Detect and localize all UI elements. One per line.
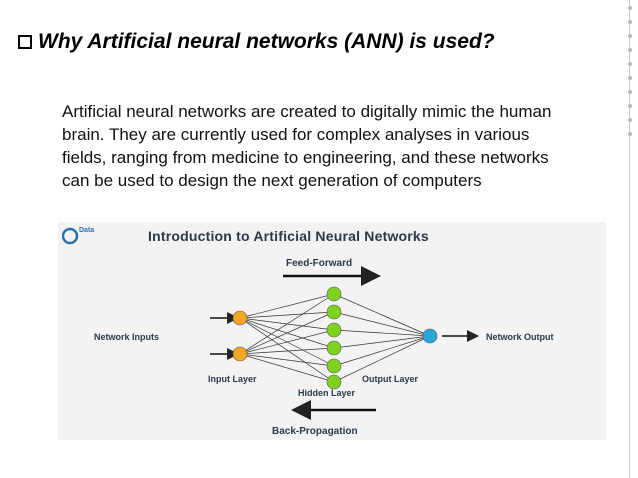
ann-network-graphic — [210, 266, 479, 420]
edge-input-hidden — [239, 329, 335, 355]
edge-hidden-output — [333, 335, 431, 367]
checkbox-bullet-icon — [18, 35, 32, 49]
edge-input-hidden — [239, 353, 335, 367]
input-node — [232, 346, 248, 362]
hidden-node — [326, 340, 342, 356]
edge-hidden-output — [333, 329, 431, 337]
edge-hidden-output — [333, 311, 431, 337]
hidden-node — [326, 374, 342, 390]
output-node — [422, 328, 438, 344]
decorative-dots — [624, 6, 636, 136]
slide-body-text: Artificial neural networks are created t… — [62, 102, 552, 190]
edge-input-hidden — [239, 293, 335, 355]
slide-frame-line — [629, 0, 630, 478]
edge-input-hidden — [239, 311, 335, 319]
back-propagation-label: Back-Propagation — [272, 426, 358, 437]
hidden-node — [326, 286, 342, 302]
edge-input-hidden — [239, 353, 335, 383]
network-inputs-label: Network Inputs — [94, 332, 160, 342]
ann-diagram: Data Introduction to Artificial Neural N… — [58, 222, 606, 440]
edge-input-hidden — [239, 311, 335, 355]
network-edges — [239, 293, 431, 383]
edge-input-hidden — [239, 293, 335, 319]
logo-text: Data — [79, 227, 95, 234]
hidden-node — [326, 322, 342, 338]
edge-hidden-output — [333, 335, 431, 383]
diagram-title: Introduction to Artificial Neural Networ… — [148, 228, 429, 244]
input-layer-label: Input Layer — [208, 374, 257, 384]
input-node — [232, 310, 248, 326]
output-layer-label: Output Layer — [362, 374, 419, 384]
data-flair-logo: Data — [62, 226, 98, 246]
hidden-node — [326, 304, 342, 320]
network-output-label: Network Output — [486, 332, 554, 342]
network-nodes — [232, 286, 438, 390]
hidden-node — [326, 358, 342, 374]
edge-input-hidden — [239, 347, 335, 355]
edge-input-hidden — [239, 317, 335, 383]
feed-forward-label: Feed-Forward — [286, 258, 353, 269]
slide-heading: Why Artificial neural networks (ANN) is … — [18, 28, 578, 56]
edge-hidden-output — [333, 293, 431, 337]
hidden-layer-label: Hidden Layer — [298, 388, 356, 398]
slide-heading-text: Why Artificial neural networks (ANN) is … — [38, 30, 495, 53]
edge-hidden-output — [333, 335, 431, 349]
